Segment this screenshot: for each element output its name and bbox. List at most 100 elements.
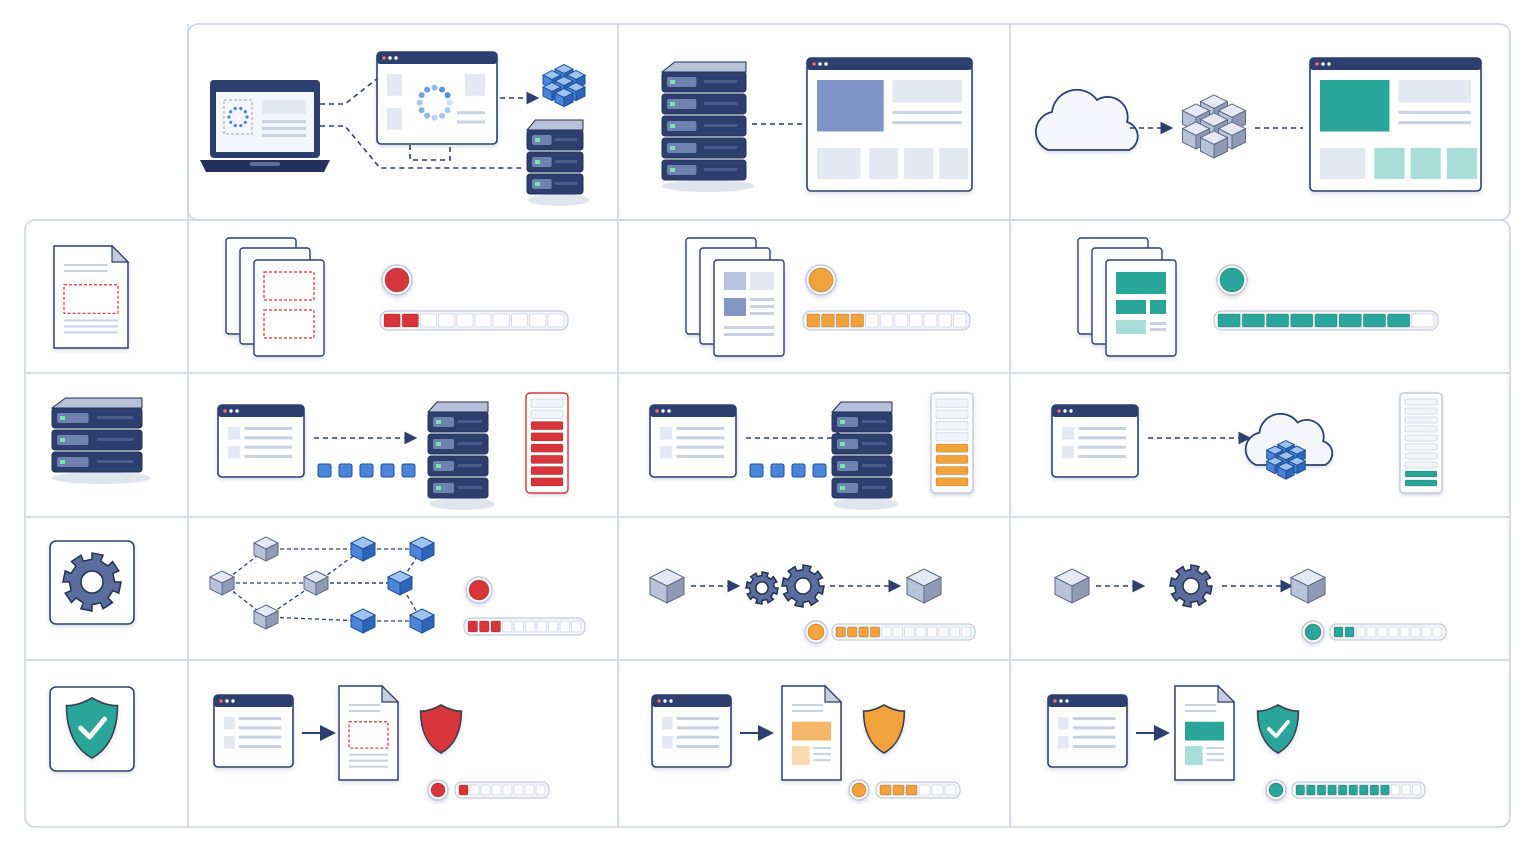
level-segment-filled <box>935 443 969 453</box>
shield-check-icon <box>1256 704 1300 754</box>
level-segment-filled <box>935 477 969 487</box>
progress-bar <box>831 623 976 641</box>
progress-segment-empty <box>879 313 894 328</box>
status-indicator <box>1216 264 1248 296</box>
level-segment-empty <box>1404 416 1438 424</box>
progress-segment-empty <box>1377 626 1388 638</box>
progress-segment-empty <box>559 620 570 633</box>
progress-bar <box>463 617 586 636</box>
level-segment-empty <box>935 398 969 408</box>
level-segment-empty <box>1404 434 1438 442</box>
cube-icon <box>252 536 280 562</box>
progress-bar <box>454 781 550 799</box>
progress-bar <box>1213 310 1439 331</box>
server-stack-icon <box>525 119 590 206</box>
cube-icon <box>302 570 330 596</box>
progress-segment-empty <box>1401 784 1411 796</box>
status-indicator <box>804 620 828 644</box>
dashed-connector <box>409 145 451 161</box>
status-indicator <box>805 264 837 296</box>
progress-segment-filled <box>383 313 401 328</box>
progress-segment-empty <box>510 313 529 328</box>
status-indicator <box>1301 620 1325 644</box>
browser-window-icon <box>1309 57 1482 192</box>
progress-segment-filled <box>458 784 469 796</box>
level-segment-filled <box>935 466 969 476</box>
level-segment-filled <box>935 454 969 464</box>
progress-segment-empty <box>513 620 524 633</box>
progress-segment-filled <box>490 620 501 633</box>
progress-segment-filled <box>467 620 478 633</box>
level-segment-empty <box>530 398 564 408</box>
progress-segment-empty <box>908 313 923 328</box>
server-stack-icon <box>426 401 495 510</box>
data-packets <box>317 463 416 478</box>
level-segment-empty <box>1404 425 1438 433</box>
progress-segment-empty <box>865 313 879 328</box>
progress-segment-empty <box>915 626 926 638</box>
cube-cluster-icon <box>1265 439 1307 480</box>
cube-cluster-icon <box>1181 94 1247 159</box>
data-packets <box>749 463 827 478</box>
level-segment-filled <box>1404 479 1438 487</box>
level-segment-empty <box>1404 452 1438 460</box>
progress-bar <box>875 781 961 799</box>
progress-segment-filled <box>1290 313 1314 328</box>
level-segment-empty <box>935 421 969 431</box>
level-meter <box>1399 392 1443 494</box>
browser-window-icon <box>649 404 737 478</box>
browser-window-icon <box>217 404 305 478</box>
progress-segment-empty <box>548 620 559 633</box>
cube-icon <box>553 88 575 108</box>
progress-segment-filled <box>1359 784 1369 796</box>
progress-segment-filled <box>479 620 490 633</box>
cube-icon <box>349 536 377 562</box>
laptop-icon <box>200 80 330 172</box>
document-stack-icon <box>1077 237 1177 357</box>
progress-segment-filled <box>1316 784 1327 796</box>
document-stack-icon <box>225 237 325 357</box>
progress-segment-empty <box>1390 784 1401 796</box>
level-segment-empty <box>1404 407 1438 415</box>
progress-segment-empty <box>469 784 480 796</box>
progress-segment-empty <box>894 313 908 328</box>
gear-icon <box>745 571 779 605</box>
progress-segment-empty <box>438 313 456 328</box>
level-segment-filled <box>1404 470 1438 478</box>
gear-icon <box>781 564 825 608</box>
progress-segment-empty <box>904 626 915 638</box>
progress-segment-empty <box>918 784 931 796</box>
cube-icon <box>1289 568 1327 604</box>
progress-segment-filled <box>1369 784 1380 796</box>
cube-icon <box>905 568 943 604</box>
cube-icon <box>1181 121 1211 150</box>
progress-segment-empty <box>944 784 957 796</box>
progress-bar <box>1291 781 1426 799</box>
cube-icon <box>386 570 414 596</box>
browser-window-icon <box>376 51 498 145</box>
progress-segment-filled <box>1217 313 1241 328</box>
progress-segment-empty <box>502 784 513 796</box>
level-meter <box>930 392 974 494</box>
status-indicator <box>465 576 493 604</box>
level-segment-filled <box>530 443 564 453</box>
document-stack-icon <box>685 237 785 357</box>
progress-segment-empty <box>502 620 513 633</box>
progress-segment-empty <box>491 784 502 796</box>
server-stack-icon <box>830 401 899 510</box>
cube-icon <box>408 608 436 634</box>
cube-icon <box>648 568 686 604</box>
progress-segment-filled <box>835 626 846 638</box>
browser-window-icon <box>651 694 732 768</box>
progress-segment-empty <box>456 313 474 328</box>
document-icon <box>338 684 400 781</box>
progress-segment-empty <box>1421 626 1432 638</box>
progress-segment-filled <box>1327 784 1337 796</box>
progress-segment-empty <box>525 620 536 633</box>
document-icon <box>1174 684 1236 781</box>
progress-bar <box>379 310 569 331</box>
browser-window-icon <box>806 57 973 192</box>
progress-segment-filled <box>1241 313 1265 328</box>
